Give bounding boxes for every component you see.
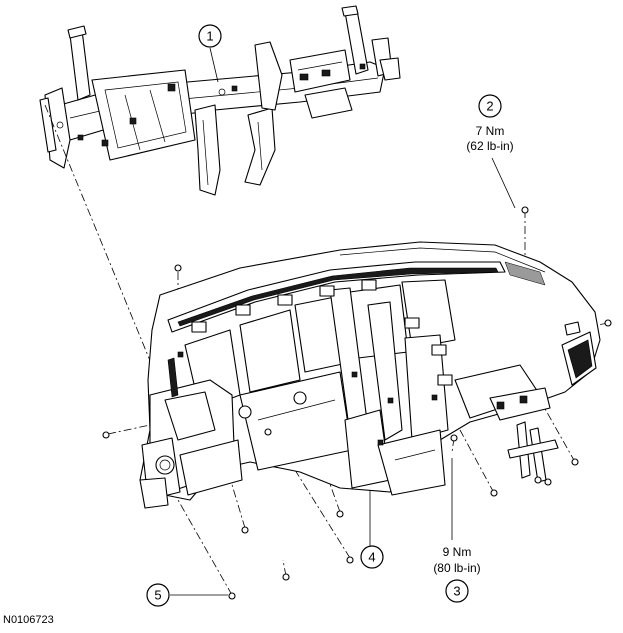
torque-imperial: (62 lb-in) — [466, 139, 513, 153]
callout-number: 4 — [368, 550, 375, 565]
bolt — [346, 556, 354, 564]
callout-number: 2 — [486, 99, 493, 114]
bolt — [241, 526, 249, 534]
callout-1: 1 — [198, 24, 222, 48]
bolt — [174, 264, 182, 272]
cross-car-beam — [39, 5, 401, 196]
bolt — [264, 428, 272, 436]
callout-number: 5 — [154, 588, 161, 603]
bolt — [544, 478, 552, 486]
bolt — [604, 319, 612, 327]
torque-metric: 9 Nm — [443, 545, 472, 559]
bolt — [282, 573, 290, 581]
fasteners — [102, 206, 612, 600]
torque-metric: 7 Nm — [476, 124, 505, 138]
bolt — [521, 206, 529, 214]
bolt — [336, 510, 344, 518]
bolt — [490, 489, 498, 497]
bolt — [450, 434, 458, 442]
callout-2: 2 7 Nm (62 lb-in) — [466, 94, 514, 153]
leader-lines — [44, 47, 609, 596]
figure-id: N0106723 — [3, 614, 54, 626]
bolt — [534, 476, 542, 484]
bolt — [228, 592, 236, 600]
bolt — [571, 458, 579, 466]
bolt — [102, 431, 110, 439]
callout-number: 3 — [453, 584, 460, 599]
callout-3: 9 Nm (80 lb-in) 3 — [433, 545, 481, 603]
torque-imperial: (80 lb-in) — [433, 561, 480, 575]
callout-5: 5 — [146, 583, 170, 607]
callout-number: 1 — [206, 29, 213, 44]
instrument-panel — [139, 241, 601, 509]
callout-4: 4 — [360, 545, 384, 569]
